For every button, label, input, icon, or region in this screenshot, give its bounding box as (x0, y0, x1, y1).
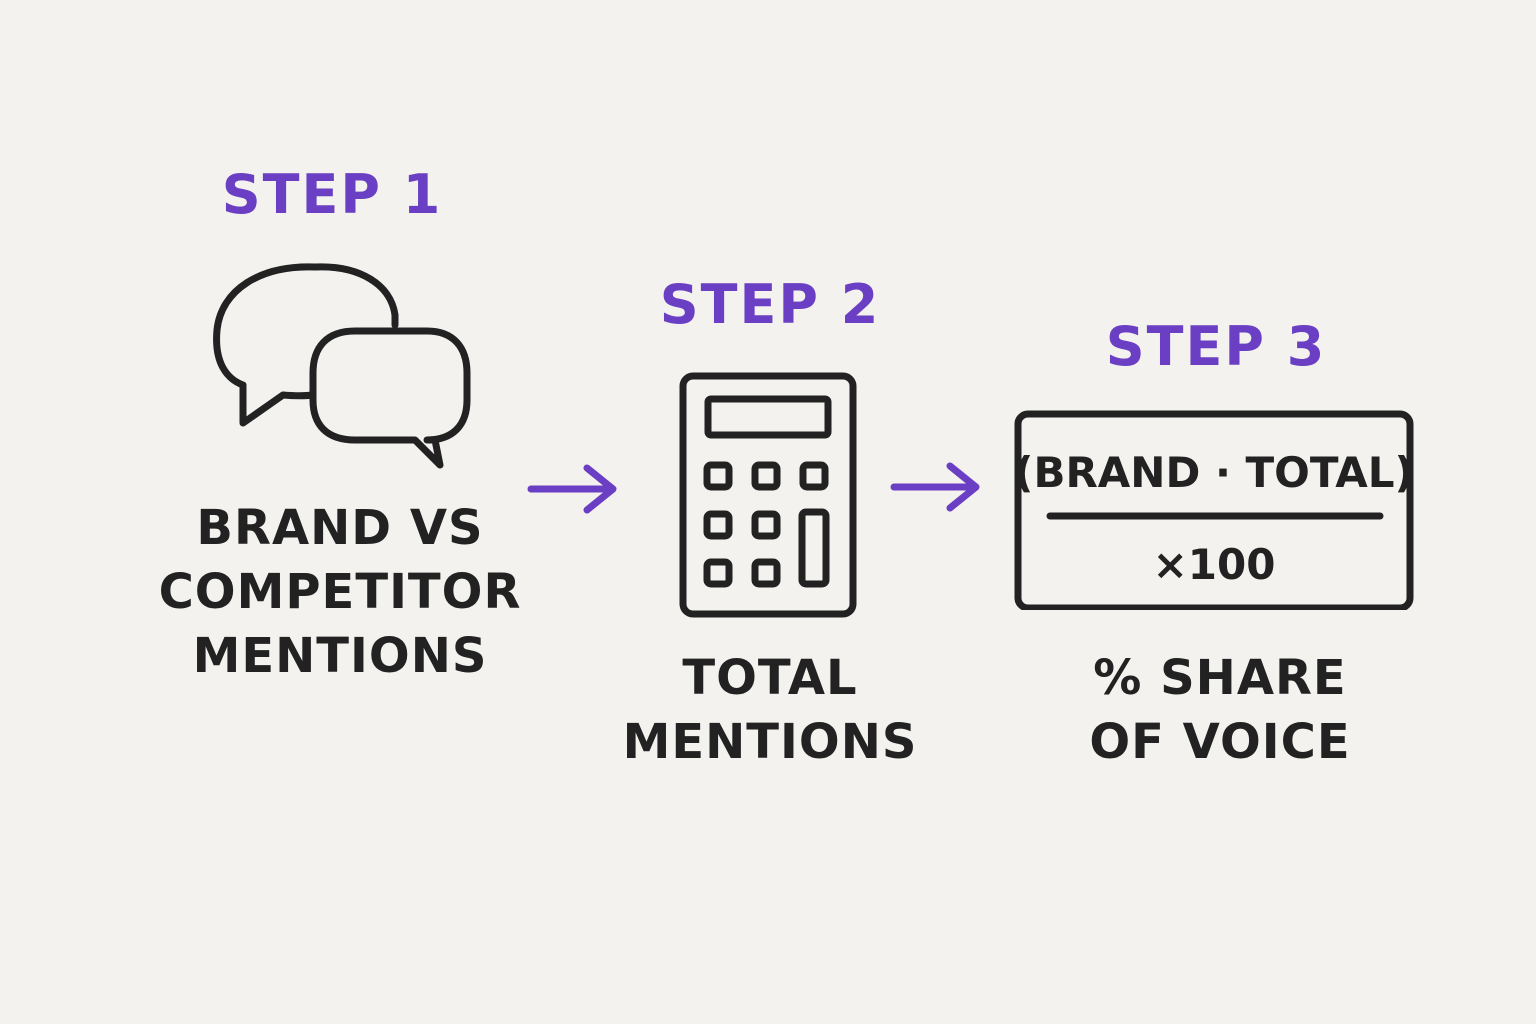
caption-line: BRAND VS (196, 500, 484, 556)
arrow-right-icon (527, 464, 617, 514)
caption-line: MENTIONS (192, 628, 488, 684)
step-1-label: STEP 1 (221, 163, 443, 226)
caption-line: MENTIONS (622, 714, 918, 770)
step-2-label: STEP 2 (659, 273, 881, 336)
formula-frame (1014, 410, 1414, 610)
formula-numerator: (BRAND · TOTAL) (1014, 448, 1414, 497)
formula-box: (BRAND · TOTAL) ×100 (1014, 410, 1414, 610)
step-2-caption: TOTAL MENTIONS (623, 646, 918, 774)
caption-line: COMPETITOR (158, 564, 522, 620)
step-3-caption: % SHARE OF VOICE (1089, 646, 1350, 774)
step-1-caption: BRAND VS COMPETITOR MENTIONS (159, 496, 522, 688)
speech-bubbles-icon (213, 263, 471, 469)
caption-line: OF VOICE (1089, 714, 1351, 770)
formula-denominator: ×100 (1152, 540, 1276, 589)
caption-line: TOTAL (682, 650, 858, 706)
step-3-label: STEP 3 (1105, 315, 1327, 378)
calculator-icon (679, 372, 857, 618)
arrow-right-icon (890, 462, 980, 512)
caption-line: % SHARE (1093, 650, 1347, 706)
